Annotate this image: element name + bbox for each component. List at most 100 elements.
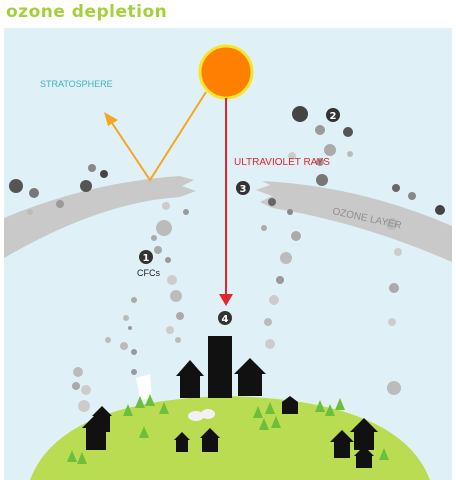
cfc-particle <box>100 170 108 178</box>
cfc-particle <box>392 184 400 192</box>
earth-ground <box>30 396 430 480</box>
cfc-particle <box>435 205 445 215</box>
cfc-particle <box>394 248 402 256</box>
step-marker-2-label: 2 <box>330 111 337 122</box>
cfc-particle <box>288 152 296 160</box>
house-right-low <box>330 430 354 458</box>
step-marker-1: 1 <box>139 250 153 264</box>
cfc-particle <box>386 218 398 230</box>
cfc-particle <box>167 275 177 285</box>
tree <box>335 398 345 410</box>
cfcs-label: CFCs <box>137 268 160 278</box>
tree <box>145 394 155 406</box>
cfc-particle <box>151 235 157 241</box>
tree <box>271 416 281 428</box>
cfc-particle <box>166 326 174 334</box>
ozone-layer-band-right <box>256 181 452 262</box>
cfc-particle <box>165 257 171 263</box>
cfc-particle <box>292 106 308 122</box>
diagram-title: ozone depletion <box>6 2 168 22</box>
house-center2 <box>174 432 190 452</box>
cfc-particle <box>389 283 399 293</box>
cfc-particle <box>324 144 336 156</box>
ozone-layer-band-left <box>4 176 196 258</box>
cfc-particle <box>29 188 39 198</box>
cfc-particle <box>56 200 64 208</box>
cfc-particle <box>264 318 272 326</box>
trees <box>67 394 389 464</box>
house-right-edge <box>354 446 374 468</box>
cfc-particle <box>78 400 90 412</box>
cfc-particle <box>123 315 129 321</box>
step-marker-1-label: 1 <box>143 253 150 264</box>
cfc-particle <box>162 202 170 210</box>
cfc-particle <box>315 125 325 135</box>
cfc-particle <box>131 297 137 303</box>
sun <box>198 44 254 100</box>
cfc-particle <box>287 209 293 215</box>
cfc-particle <box>73 367 83 377</box>
house-right-mid <box>350 418 378 450</box>
reflected-ray-arrowhead <box>104 112 118 126</box>
cfc-particle <box>131 349 137 355</box>
step-marker-4: 4 <box>218 311 232 325</box>
sheep <box>188 409 215 421</box>
house-small-right <box>282 396 298 414</box>
cfc-particle <box>156 220 172 236</box>
step-marker-3-label: 3 <box>240 184 247 195</box>
cfc-particle <box>387 381 401 395</box>
tree <box>159 402 169 414</box>
stratosphere-label: STRATOSPHERE <box>40 79 113 89</box>
tree <box>135 396 145 408</box>
cfc-particle <box>280 252 292 264</box>
cfc-particle <box>176 312 184 320</box>
cfc-particle <box>347 151 353 157</box>
cfc-particle <box>131 369 137 375</box>
cfc-particle <box>316 158 324 166</box>
cfc-particle <box>128 326 132 330</box>
reflected-ray-arrow <box>109 91 207 182</box>
cfc-particle <box>88 164 96 172</box>
cfc-particles <box>9 106 445 412</box>
tree <box>139 426 149 438</box>
cfc-particle <box>268 198 276 206</box>
step-marker-4-label: 4 <box>222 314 229 325</box>
cfc-particle <box>388 318 396 326</box>
cfc-particle <box>269 295 279 305</box>
cfc-particle <box>316 174 328 186</box>
cfc-particle <box>154 246 162 254</box>
cfc-particle <box>175 337 181 343</box>
house-center <box>200 428 220 452</box>
step-marker-3: 3 <box>236 181 250 195</box>
cfc-particle <box>291 231 301 241</box>
house-small <box>92 406 112 432</box>
cfc-particle <box>261 225 267 231</box>
cfc-particle <box>105 337 111 343</box>
city-buildings <box>82 336 378 468</box>
step-marker-2: 2 <box>326 108 340 122</box>
cfc-particle <box>408 192 416 200</box>
cfc-particle <box>72 382 80 390</box>
tree <box>379 448 389 460</box>
cfc-particle <box>170 290 182 302</box>
tree <box>265 402 275 414</box>
ultraviolet-ray-arrowhead <box>219 294 233 306</box>
cfc-particle <box>81 385 91 395</box>
cfc-particle <box>265 339 275 349</box>
tree <box>77 452 87 464</box>
tree <box>315 400 325 412</box>
house-right <box>234 358 266 396</box>
cfc-particle <box>27 209 33 215</box>
tree <box>67 450 77 462</box>
cfc-particle <box>120 342 128 350</box>
tree <box>325 404 335 416</box>
tree <box>253 406 263 418</box>
tall-building <box>208 336 232 398</box>
cfc-particle <box>343 127 353 137</box>
cfc-particle <box>9 179 23 193</box>
ultraviolet-rays-label: ULTRAVIOLET RAYS <box>234 157 330 168</box>
house-left <box>176 360 204 398</box>
cfc-particle <box>276 276 284 284</box>
